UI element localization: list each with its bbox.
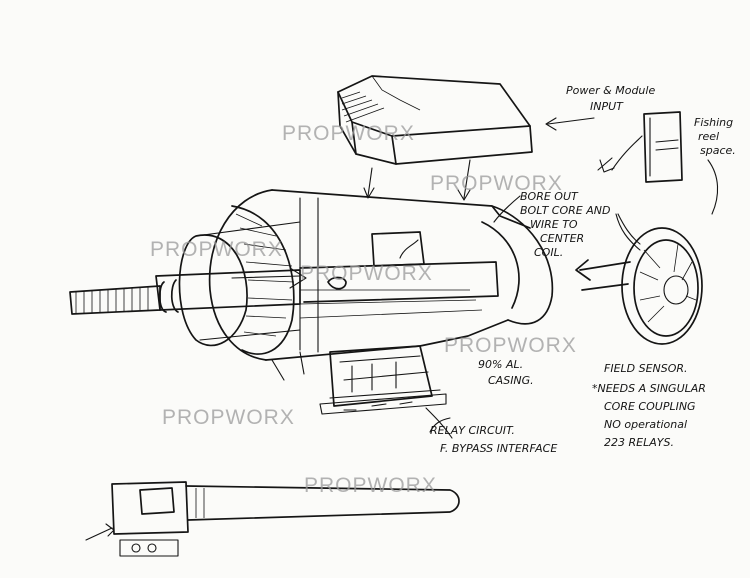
watermark-4: PROPWORX <box>300 262 433 285</box>
label-fishing-space: space. <box>700 144 736 157</box>
probe-side-view <box>85 481 460 557</box>
label-bore-wire: WIRE TO <box>530 218 578 231</box>
leader-lines <box>429 117 595 433</box>
label-field-sensor: FIELD SENSOR. <box>604 362 688 375</box>
motor-shaft <box>69 267 307 315</box>
label-field-coupling: CORE COUPLING <box>604 400 696 413</box>
watermark-6: PROPWORX <box>162 406 295 429</box>
fishing-reel-space-box <box>597 111 719 215</box>
watermark-1: PROPWORX <box>282 122 415 145</box>
label-power-module-input: INPUT <box>590 100 624 113</box>
label-relay-bypass: F. BYPASS INTERFACE <box>440 442 557 455</box>
label-field-needs: *NEEDS A SINGULAR <box>592 382 706 395</box>
label-fishing: Fishing <box>694 116 733 129</box>
annotations: Power & Module INPUT Fishing reel space.… <box>430 84 736 455</box>
watermark-7: PROPWORX <box>304 474 437 497</box>
label-casing-percent: 90% AL. <box>478 358 523 371</box>
label-bore-bolt-core: BOLT CORE AND <box>520 204 610 217</box>
label-bore-center: CENTER <box>540 232 584 245</box>
label-relay-circuit: RELAY CIRCUIT. <box>430 424 515 437</box>
watermark-2: PROPWORX <box>430 172 563 195</box>
label-field-operational: NO operational <box>604 418 687 431</box>
motor-housing <box>178 189 554 381</box>
label-casing: CASING. <box>488 374 534 387</box>
watermark-5: PROPWORX <box>444 334 577 357</box>
field-sensor-disk <box>575 213 703 345</box>
label-power-module: Power & Module <box>566 84 655 97</box>
power-module-box <box>337 75 533 201</box>
label-fishing-reel: reel <box>698 130 719 143</box>
label-bore-out: BORE OUT <box>520 190 579 203</box>
watermarks: PROPWORX PROPWORX PROPWORX PROPWORX PROP… <box>150 122 577 497</box>
watermark-3: PROPWORX <box>150 238 283 261</box>
label-bore-coil: COIL. <box>534 246 563 259</box>
label-field-relays: 223 RELAYS. <box>604 436 674 449</box>
